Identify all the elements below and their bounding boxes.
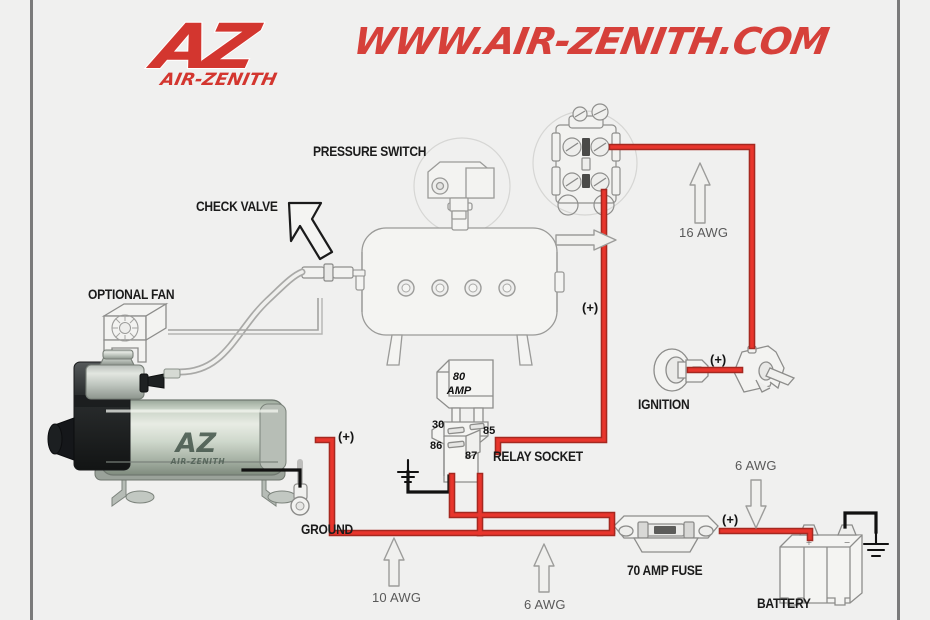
fuse-70-amp <box>613 515 719 553</box>
awg-arrow-16 <box>689 162 711 224</box>
wires-red-core <box>316 145 812 540</box>
battery-negative-mark: − <box>844 538 851 547</box>
relay-terminal-87: 87 <box>465 450 478 462</box>
fan-wire-2 <box>168 298 323 335</box>
awg-label-10: 10 AWG <box>372 590 422 605</box>
label-check-valve: CHECK VALVE <box>196 198 278 214</box>
awg-arrow-6-center <box>533 543 555 593</box>
relay-rating-value: 80 <box>452 371 466 383</box>
awg-label-16: 16 AWG <box>679 225 729 240</box>
plus-marker-compressor: (+) <box>338 429 355 444</box>
compressor-badge-sub: AIR-ZENITH <box>170 457 226 466</box>
check-valve-arrow <box>287 201 334 261</box>
battery-positive-mark: + <box>806 538 813 547</box>
plus-marker-pressure-switch: (+) <box>582 300 599 315</box>
awg-arrow-6-battery <box>745 479 767 529</box>
air-tank-ports <box>397 279 516 297</box>
pressure-switch <box>427 161 495 220</box>
label-70-amp-fuse: 70 AMP FUSE <box>627 562 703 578</box>
plus-marker-battery: (+) <box>722 512 739 527</box>
arrow-left-terminal <box>555 229 617 251</box>
awg-label-6-center: 6 AWG <box>524 597 566 612</box>
optional-fan <box>101 302 169 363</box>
label-ground: GROUND <box>301 521 353 537</box>
relay-terminal-30: 30 <box>432 419 445 431</box>
relay-80-amp <box>436 359 494 429</box>
ignition-key <box>653 348 709 392</box>
air-tank <box>355 202 565 366</box>
label-optional-fan: OPTIONAL FAN <box>88 286 175 302</box>
label-battery: BATTERY <box>757 595 811 611</box>
check-valve <box>300 263 366 282</box>
label-relay-socket: RELAY SOCKET <box>493 448 583 464</box>
ground-symbol-battery <box>862 528 890 558</box>
terminal-block <box>551 103 621 216</box>
compressor-badge: AZ <box>174 428 217 459</box>
air-compressor: AZ AIR-ZENITH <box>47 349 297 507</box>
awg-arrow-10 <box>383 537 405 587</box>
relay-terminal-86: 86 <box>430 440 443 452</box>
relay-rating-unit: AMP <box>446 385 472 397</box>
plus-marker-ignition: (+) <box>710 352 727 367</box>
fan-wire <box>168 298 319 331</box>
label-pressure-switch: PRESSURE SWITCH <box>313 143 427 159</box>
relay-terminal-85: 85 <box>483 425 496 437</box>
awg-label-6-battery: 6 AWG <box>735 458 777 473</box>
air-line-highlight <box>178 270 304 374</box>
battery: + − <box>779 524 863 606</box>
label-ignition: IGNITION <box>638 396 690 412</box>
relay-socket <box>431 421 489 483</box>
